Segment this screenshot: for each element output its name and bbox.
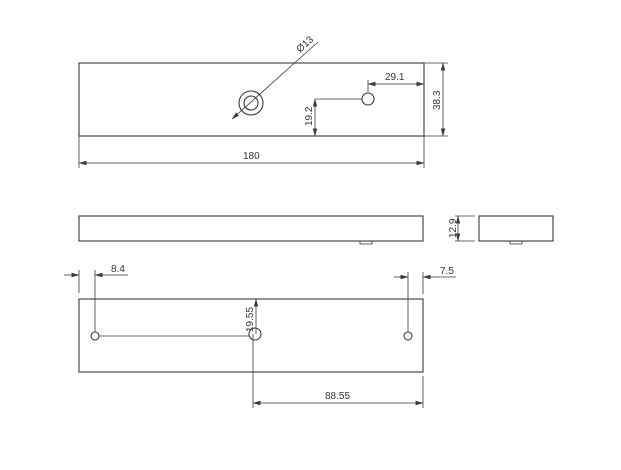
height-label: 38.3: [432, 90, 443, 110]
side-view: [478, 215, 554, 245]
countersink-inner: [243, 95, 259, 111]
front-view: 12.9: [78, 215, 475, 245]
front-view-outline: [78, 215, 424, 242]
length-label: 180: [243, 151, 260, 162]
bottom-view: 8.4 7.5 19.55 88.55: [64, 264, 456, 408]
center-hole: [248, 327, 262, 341]
countersink-outer: [238, 90, 264, 116]
right-hole-offset-label: 7.5: [440, 266, 454, 277]
top-view-outline: [78, 62, 425, 137]
bottom-view-outline: [78, 298, 424, 373]
side-view-outline: [478, 215, 554, 242]
side-view-foot: [509, 240, 523, 245]
front-view-foot: [359, 240, 373, 245]
diameter-label: Ø13: [295, 34, 317, 55]
center-to-right-label: 88.55: [325, 391, 350, 402]
diameter-leader: [231, 41, 319, 120]
right-hole: [403, 331, 413, 341]
small-hole: [361, 92, 375, 106]
left-hole: [90, 331, 100, 341]
hole-from-right-label: 29.1: [385, 72, 405, 83]
hole-height-label: 19.2: [304, 106, 315, 126]
thickness-label: 12.9: [448, 218, 459, 238]
top-view: Ø13 29.1 19.2 38.3 180: [78, 34, 448, 168]
center-hole-height-label: 19.55: [245, 307, 256, 332]
left-hole-offset-label: 8.4: [111, 264, 125, 275]
